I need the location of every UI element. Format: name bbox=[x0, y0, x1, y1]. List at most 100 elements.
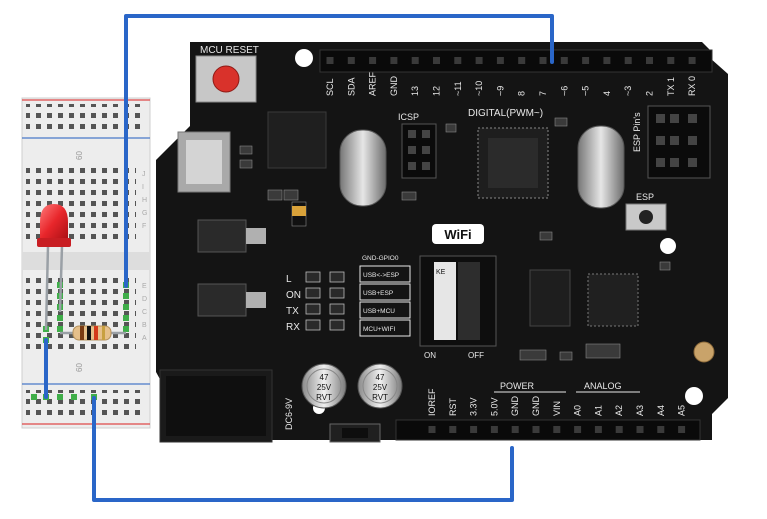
bottom-pin-label: A2 bbox=[614, 405, 624, 416]
digital-label: DIGITAL(PWM~) bbox=[468, 108, 543, 119]
header-hole bbox=[539, 57, 547, 64]
dip-ke-label: KE bbox=[436, 269, 446, 276]
bottom-pin-label: IOREF bbox=[427, 388, 437, 416]
header-hole bbox=[454, 57, 462, 64]
top-pin-label: 7 bbox=[538, 91, 548, 96]
top-pin-label: RX 0 bbox=[687, 76, 697, 96]
header-hole bbox=[688, 57, 696, 64]
rail-letter: J bbox=[142, 171, 146, 178]
top-pin-label: SCL bbox=[325, 78, 335, 96]
rail-letter: G bbox=[142, 210, 147, 217]
wire-pin7-to-resistor bbox=[124, 14, 554, 288]
esp-pins-header bbox=[647, 105, 711, 179]
jumper-wires bbox=[92, 14, 554, 502]
top-pin-label: 12 bbox=[432, 86, 442, 96]
header-hole bbox=[428, 426, 436, 433]
cap-text-3: RVT bbox=[316, 393, 332, 402]
bottom-pin-label: A4 bbox=[656, 405, 666, 416]
header-hole bbox=[574, 426, 582, 433]
header-hole bbox=[411, 57, 419, 64]
rail-letter: B bbox=[142, 322, 147, 329]
reset-label: MCU RESET bbox=[200, 45, 259, 56]
header-hole bbox=[582, 57, 590, 64]
power-analog-header bbox=[395, 419, 701, 441]
voltage-regulator bbox=[197, 283, 247, 317]
mode-label: USB<->ESP bbox=[363, 272, 399, 279]
mounting-hole bbox=[685, 387, 703, 405]
dip-on-label: ON bbox=[424, 351, 436, 360]
top-pin-label: ~6 bbox=[559, 86, 569, 96]
top-pin-label: ~10 bbox=[474, 81, 484, 96]
header-hole bbox=[657, 426, 665, 433]
flash-chip bbox=[529, 269, 571, 327]
esp-button bbox=[625, 203, 667, 231]
dc-label: DC6-9V bbox=[284, 398, 294, 430]
header-hole bbox=[449, 426, 457, 433]
bottom-pin-label: GND bbox=[531, 396, 541, 417]
header-hole bbox=[511, 426, 519, 433]
esp8266-chip bbox=[587, 273, 639, 327]
top-pin-label: ~11 bbox=[453, 81, 463, 96]
led-label: TX bbox=[286, 306, 299, 317]
mode-table bbox=[359, 265, 411, 337]
wire-gnd-to-rail bbox=[92, 396, 514, 502]
cap-text-2: 25V bbox=[317, 383, 332, 392]
row-number-bottom: 60 bbox=[75, 363, 84, 372]
rail-letter: C bbox=[142, 309, 147, 316]
analog-label: ANALOG bbox=[584, 381, 622, 391]
rail-letter: H bbox=[142, 197, 147, 204]
antenna-connector bbox=[693, 341, 715, 363]
bottom-pin-label: RST bbox=[448, 397, 458, 416]
resistor bbox=[60, 325, 126, 341]
bottom-pin-label: GND bbox=[510, 396, 520, 417]
mounting-hole bbox=[660, 238, 676, 254]
mode-label: MCU+WIFI bbox=[363, 326, 396, 333]
header-hole bbox=[678, 426, 686, 433]
header-hole bbox=[553, 426, 561, 433]
cap-text-3: RVT bbox=[372, 393, 388, 402]
header-hole bbox=[594, 426, 602, 433]
atmega-chip bbox=[477, 127, 549, 199]
bottom-pin-label: 5.0V bbox=[489, 397, 499, 416]
header-hole bbox=[470, 426, 478, 433]
terminal-strip-bottom bbox=[26, 278, 136, 354]
header-hole bbox=[560, 57, 568, 64]
rail-letter: A bbox=[142, 335, 147, 342]
mode-label: USB+ESP bbox=[363, 290, 393, 297]
top-pin-label: 4 bbox=[602, 91, 612, 96]
power-label: POWER bbox=[500, 381, 535, 391]
top-pin-label: ~9 bbox=[495, 86, 505, 96]
header-hole bbox=[433, 57, 440, 64]
fuse bbox=[292, 206, 306, 216]
micro-usb-inner bbox=[186, 140, 222, 184]
bottom-pin-label: VIN bbox=[552, 401, 562, 416]
capacitor-left: 47 25V RVT bbox=[301, 363, 347, 409]
top-pin-label: ~3 bbox=[623, 86, 633, 96]
usb-serial-chip bbox=[267, 111, 327, 169]
mode-label: USB+MCU bbox=[363, 308, 395, 315]
regulator-tab bbox=[246, 228, 266, 244]
header-hole bbox=[624, 57, 632, 64]
header-hole bbox=[390, 57, 398, 64]
top-pin-label: AREF bbox=[368, 71, 378, 96]
cap-text-1: 47 bbox=[376, 373, 385, 382]
dc-power-jack bbox=[159, 369, 273, 443]
top-pin-label: ~5 bbox=[581, 86, 591, 96]
led-label: ON bbox=[286, 290, 301, 301]
power-analog-header-holes bbox=[428, 426, 686, 433]
mounting-hole bbox=[295, 49, 313, 67]
esp-pins-label: ESP Pin's bbox=[632, 112, 642, 152]
led-label: RX bbox=[286, 322, 300, 333]
regulator-tab bbox=[246, 292, 266, 308]
esp-label: ESP bbox=[636, 192, 654, 202]
header-hole bbox=[490, 426, 498, 433]
header-hole bbox=[496, 57, 504, 64]
digital-header-holes bbox=[326, 57, 696, 64]
mode-header: GND-GPIO0 bbox=[362, 255, 399, 262]
wifi-logo-text: WiFi bbox=[444, 227, 471, 242]
